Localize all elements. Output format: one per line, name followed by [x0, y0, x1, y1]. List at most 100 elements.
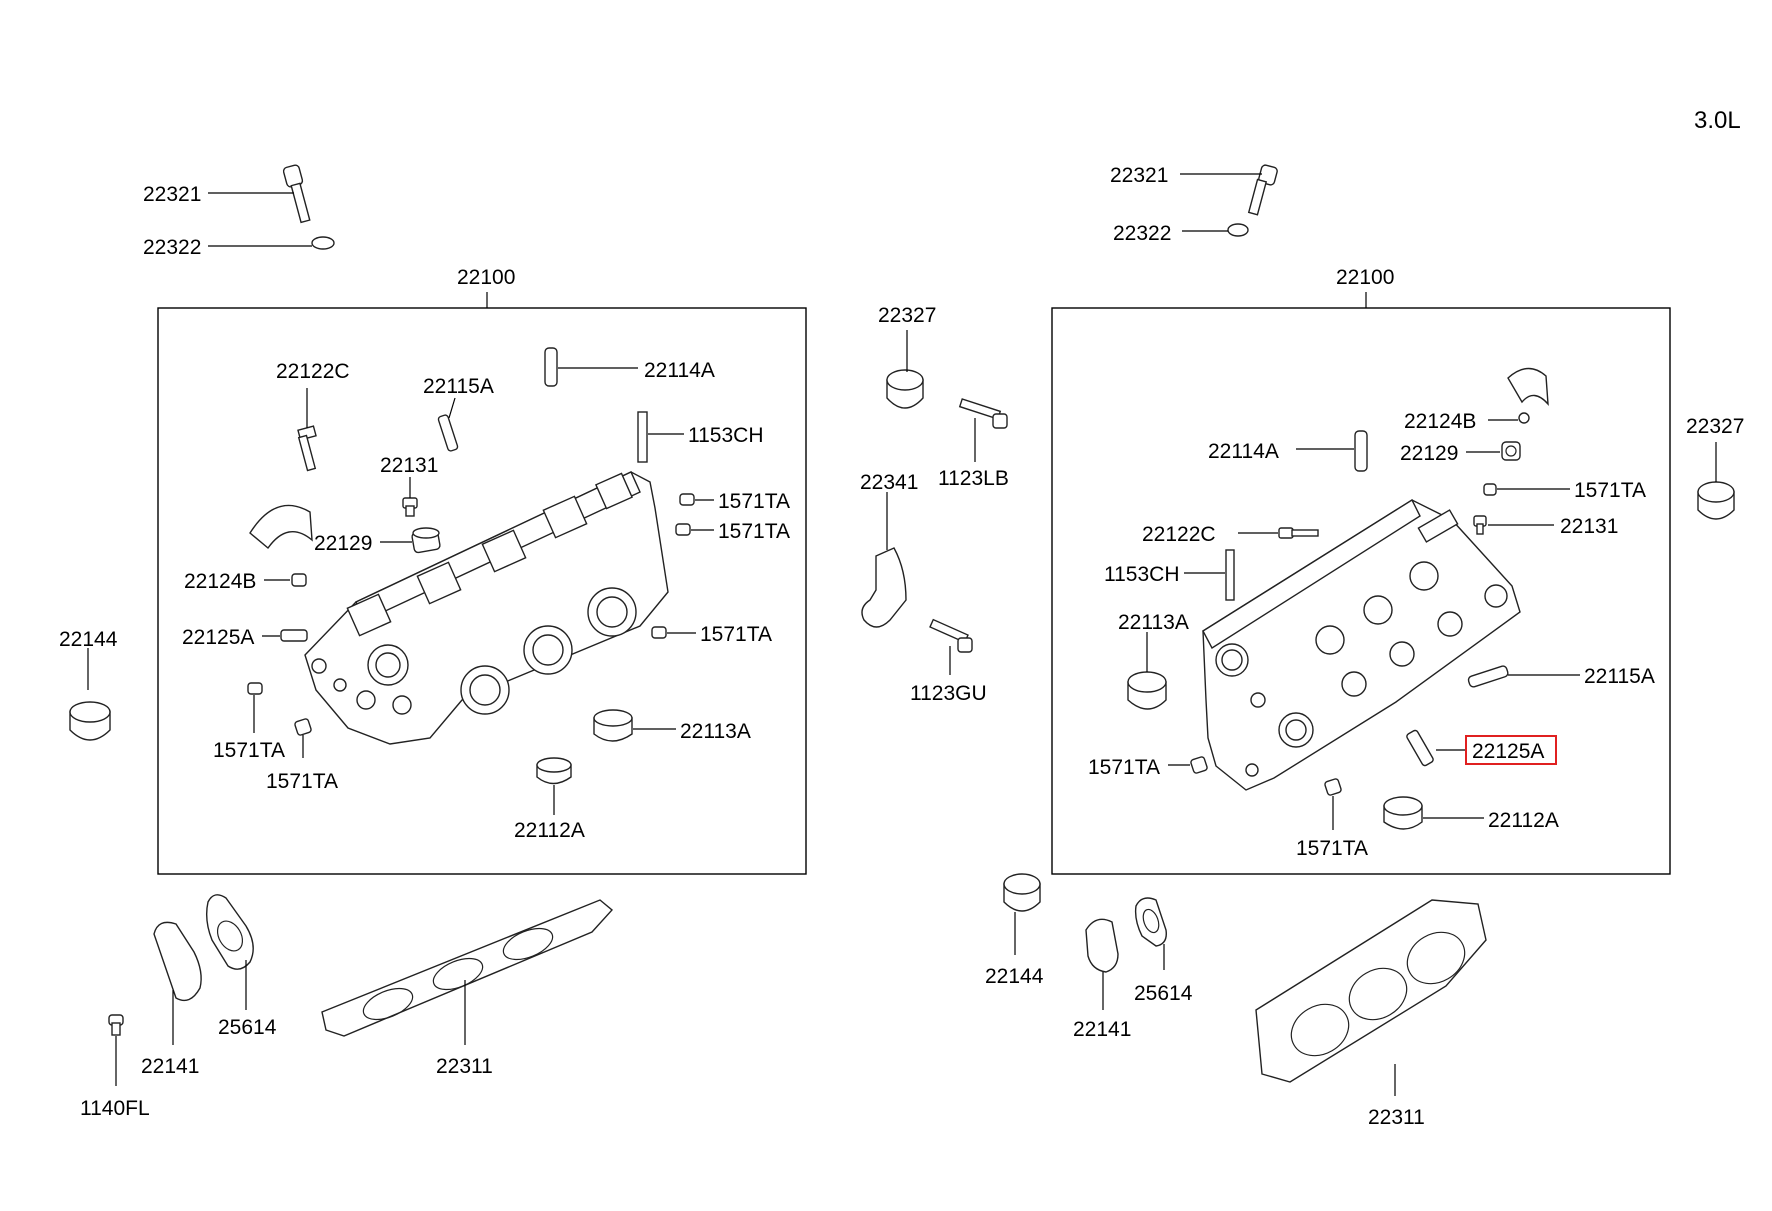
left-plug-4-label[interactable]: 1571TA	[213, 739, 285, 762]
right-seal-ring-b-part[interactable]	[1383, 796, 1423, 830]
right-oil-seal-part[interactable]	[1003, 873, 1041, 912]
left-gasket-label[interactable]: 25614	[218, 1016, 277, 1039]
left-head-gasket-part[interactable]	[321, 899, 614, 1037]
left-plug-4-part[interactable]	[247, 682, 263, 695]
right-washer-label[interactable]: 22322	[1113, 222, 1171, 245]
right-cover-plate-label[interactable]: 22141	[1073, 1018, 1131, 1041]
left-bolt-label[interactable]: 22321	[143, 183, 201, 206]
left-seal-ring-b-label[interactable]: 22112A	[514, 819, 585, 842]
highlight-box	[1465, 735, 1557, 765]
right-gasket-label[interactable]: 25614	[1134, 982, 1193, 1005]
right-side-oil-seal-label[interactable]: 22327	[1686, 415, 1744, 438]
left-plug-5-part[interactable]	[294, 718, 312, 736]
center-bolt-upper-part[interactable]	[958, 398, 1008, 429]
right-plug-3-label[interactable]: 1571TA	[1296, 837, 1368, 860]
center-bracket-part[interactable]	[861, 547, 907, 628]
left-head-gasket-label[interactable]: 22311	[436, 1055, 493, 1078]
left-seal-ring-a-label[interactable]: 22113A	[680, 720, 751, 743]
left-valve-guide-exhaust-label[interactable]: 22125A	[182, 626, 254, 649]
center-bolt-upper-label[interactable]: 1123LB	[938, 467, 1009, 490]
left-cylinder-head[interactable]	[304, 471, 669, 745]
left-cap-part[interactable]	[411, 527, 441, 554]
left-stud-label[interactable]: 1153CH	[688, 424, 764, 447]
left-small-bolt-part[interactable]	[108, 1014, 124, 1036]
left-dowel-pin-part[interactable]	[544, 347, 558, 387]
left-oil-seal-label[interactable]: 22144	[59, 628, 118, 651]
right-group-number: 22100	[1336, 266, 1394, 289]
left-valve-guide-intake-label[interactable]: 22122C	[276, 360, 350, 383]
left-valve-guide-exhaust-part[interactable]	[280, 629, 308, 642]
right-cover-plate-part[interactable]	[1085, 918, 1119, 973]
right-head-gasket-part[interactable]	[1255, 899, 1487, 1083]
right-plug-1-part[interactable]	[1483, 483, 1497, 496]
left-seal-ring-a-part[interactable]	[593, 709, 633, 742]
right-plug-a-label[interactable]: 22131	[1560, 515, 1618, 538]
center-bolt-lower-part[interactable]	[929, 618, 973, 653]
right-plug-2-label[interactable]: 1571TA	[1088, 756, 1160, 779]
right-seal-ring-a-label[interactable]: 22113A	[1118, 611, 1189, 634]
left-bearing-cap-small-part[interactable]	[291, 573, 307, 587]
left-valve-seal-part[interactable]	[437, 414, 459, 452]
right-bearing-cap-label[interactable]: 22124B	[1404, 410, 1476, 433]
left-seal-ring-b-part[interactable]	[536, 757, 572, 785]
left-plug-3-label[interactable]: 1571TA	[700, 623, 772, 646]
right-cylinder-head[interactable]	[1202, 498, 1521, 791]
right-plug-a-part[interactable]	[1473, 515, 1487, 535]
center-oil-seal-part[interactable]	[886, 369, 924, 409]
left-plug-2-label[interactable]: 1571TA	[718, 520, 790, 543]
right-bolt-label[interactable]: 22321	[1110, 164, 1168, 187]
right-cap-label[interactable]: 22129	[1400, 442, 1458, 465]
left-plug-5-label[interactable]: 1571TA	[266, 770, 338, 793]
right-plug-1-label[interactable]: 1571TA	[1574, 479, 1646, 502]
right-bearing-cap-part[interactable]	[1507, 367, 1549, 407]
right-seal-ring-b-label[interactable]: 22112A	[1488, 809, 1559, 832]
left-oil-seal-part[interactable]	[69, 701, 111, 741]
right-dowel-pin-part[interactable]	[1354, 430, 1368, 472]
right-side-oil-seal-part[interactable]	[1697, 481, 1735, 520]
left-plug-3-part[interactable]	[651, 626, 667, 639]
left-stud-part[interactable]	[637, 411, 648, 463]
center-oil-seal-label[interactable]: 22327	[878, 304, 936, 327]
left-dowel-pin-label[interactable]: 22114A	[644, 359, 715, 382]
right-stud-part[interactable]	[1225, 549, 1235, 601]
center-bracket-label[interactable]: 22341	[860, 471, 918, 494]
right-seal-ring-a-part[interactable]	[1127, 671, 1167, 710]
right-dowel-pin-label[interactable]: 22114A	[1208, 440, 1279, 463]
left-plug-1-label[interactable]: 1571TA	[718, 490, 790, 513]
left-washer-label[interactable]: 22322	[143, 236, 201, 259]
right-bolt-part[interactable]	[1247, 164, 1278, 216]
right-valve-guide-exhaust-part[interactable]	[1406, 729, 1434, 767]
right-plug-2-part[interactable]	[1190, 756, 1208, 774]
right-valve-guide-exhaust-label[interactable]: 22125A	[1472, 740, 1544, 763]
left-bolt-part[interactable]	[282, 164, 311, 224]
left-cap-label[interactable]: 22129	[314, 532, 372, 555]
right-stud-label[interactable]: 1153CH	[1104, 563, 1180, 586]
right-washer-part[interactable]	[1227, 223, 1249, 237]
left-plug-a-part[interactable]	[402, 497, 418, 517]
right-valve-guide-intake-part[interactable]	[1278, 527, 1319, 539]
right-head-gasket-label[interactable]: 22311	[1368, 1106, 1425, 1129]
right-valve-seal-label[interactable]: 22115A	[1584, 665, 1655, 688]
engine-badge: 3.0L	[1694, 107, 1741, 134]
left-washer-part[interactable]	[311, 236, 335, 250]
right-cap-part[interactable]	[1501, 441, 1521, 461]
right-valve-guide-intake-label[interactable]: 22122C	[1142, 523, 1216, 546]
left-valve-guide-intake-part[interactable]	[297, 425, 317, 472]
left-plug-2-part[interactable]	[675, 523, 691, 536]
left-cover-plate-label[interactable]: 22141	[141, 1055, 199, 1078]
right-gasket-part[interactable]	[1134, 897, 1167, 947]
right-valve-seal-part[interactable]	[1467, 665, 1509, 688]
right-plug-3-part[interactable]	[1324, 778, 1342, 796]
right-oil-seal-label[interactable]: 22144	[985, 965, 1044, 988]
left-cover-plate-part[interactable]	[153, 921, 202, 1002]
right-assembly: 22321 22322 22100	[1051, 164, 1671, 875]
center-bolt-lower-label[interactable]: 1123GU	[910, 682, 987, 705]
left-plug-a-label[interactable]: 22131	[380, 454, 438, 477]
left-gasket-part[interactable]	[205, 894, 254, 970]
right-bearing-cap-small-part[interactable]	[1518, 412, 1530, 424]
left-plug-1-part[interactable]	[679, 493, 695, 506]
left-bearing-cap-part[interactable]	[249, 504, 313, 550]
left-valve-seal-label[interactable]: 22115A	[423, 375, 494, 398]
left-bearing-cap-label[interactable]: 22124B	[184, 570, 256, 593]
left-small-bolt-label[interactable]: 1140FL	[80, 1097, 150, 1120]
